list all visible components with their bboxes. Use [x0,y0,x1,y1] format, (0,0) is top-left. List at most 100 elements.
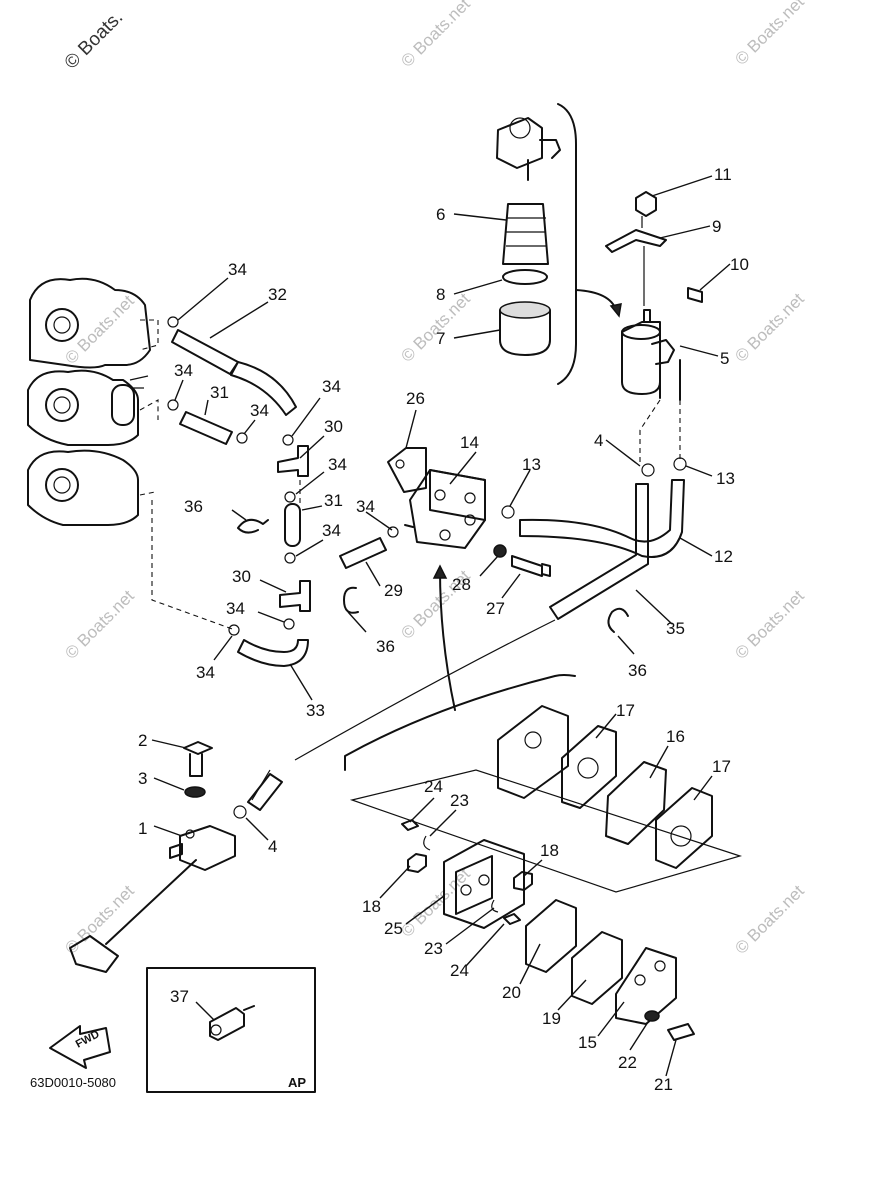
gasket-20 [525,899,577,973]
watermark-top-left: © Boats. [61,7,128,74]
callout-27: 27 [486,599,505,618]
clip-4-lower [233,805,247,819]
callout-10: 10 [730,255,749,274]
callout-34: 34 [174,361,193,380]
fwd-arrow-icon: FWD [49,1025,111,1069]
hose-31-upper [179,411,233,445]
callout-3: 3 [138,769,147,788]
callout-34: 34 [328,455,347,474]
inset-box: AP [146,967,316,1093]
washer-22 [644,1010,660,1022]
watermark: © Boats.net [61,586,138,663]
callout-35: 35 [666,619,685,638]
callout-23: 23 [450,791,469,810]
callout-34: 34 [228,260,247,279]
callout-34: 34 [196,663,215,682]
callout-7: 7 [436,329,445,348]
callout-18: 18 [540,841,559,860]
callout-21: 21 [654,1075,673,1094]
bracket-9 [605,229,667,253]
nut-18-left [407,853,427,873]
leader-lines [151,175,731,1077]
washer-28 [493,544,507,558]
check-valve-24-upper [401,819,419,831]
bolt-10 [687,287,703,303]
diaphragm-16 [605,761,667,845]
callout-2: 2 [138,731,147,750]
watermark: © Boats.net [731,881,808,958]
engine-block [27,277,159,526]
hose-12 [519,479,685,558]
watermark: © Boats.net [731,586,808,663]
hose-29 [339,537,387,569]
callout-4: 4 [594,431,603,450]
callout-12: 12 [714,547,733,566]
gasket-17-b [655,787,713,869]
callout-24: 24 [450,961,469,980]
callout-19: 19 [542,1009,561,1028]
callout-34: 34 [322,377,341,396]
callout-31: 31 [324,491,343,510]
watermark: © Boats.net [731,0,808,69]
fuel-pump-assembly-14 [387,447,486,549]
cover-15 [615,947,677,1025]
callout-13: 13 [522,455,541,474]
callout-14: 14 [460,433,479,452]
callout-37: 37 [170,987,189,1006]
callout-13: 13 [716,469,735,488]
callout-36: 36 [628,661,647,680]
callout-20: 20 [502,983,521,1002]
callout-15: 15 [578,1033,597,1052]
hose-31-lower [284,503,301,547]
hose-primer [247,773,283,811]
callout-31: 31 [210,383,229,402]
bolt-27 [511,555,551,577]
callout-16: 16 [666,727,685,746]
clip-34-group [167,316,399,636]
clip-23-lower [491,899,499,913]
gasket-17-a [561,725,617,809]
hose-35 [251,483,649,801]
callout-26: 26 [406,389,425,408]
clip-13-left [501,505,515,519]
callout-17: 17 [712,757,731,776]
fwd-label: FWD [74,1028,102,1050]
callout-30: 30 [324,417,343,436]
callout-8: 8 [436,285,445,304]
callout-17: 17 [616,701,635,720]
callout-29: 29 [384,581,403,600]
hose-33 [237,639,309,667]
callout-30: 30 [232,567,251,586]
callout-18: 18 [362,897,381,916]
hose-32 [171,329,297,416]
filter-cutaway-group [496,103,577,385]
fitting-30-upper [277,445,309,477]
callout-23: 23 [424,939,443,958]
callout-4: 4 [268,837,277,856]
cover-plate [497,705,569,799]
callout-36: 36 [376,637,395,656]
callout-33: 33 [306,701,325,720]
callout-22: 22 [618,1053,637,1072]
nut-18-right [513,871,533,891]
clip-23-upper [423,835,431,851]
fuel-filter-5 [621,309,681,401]
callout-9: 9 [712,217,721,236]
connector-plug [69,859,197,973]
callout-25: 25 [384,919,403,938]
callout-36: 36 [184,497,203,516]
diagram-code: 63D0010-5080 [30,1075,116,1090]
primer-pump-1 [169,825,236,871]
callout-34: 34 [226,599,245,618]
callout-24: 24 [424,777,443,796]
bolt-2 [183,741,213,777]
check-valve-24-lower [503,913,521,925]
washer-3 [184,786,206,798]
callout-32: 32 [268,285,287,304]
screw-21 [667,1023,695,1041]
callout-34: 34 [356,497,375,516]
callout-11: 11 [714,165,732,184]
watermark: © Boats.net [61,291,138,368]
callout-1: 1 [138,819,147,838]
